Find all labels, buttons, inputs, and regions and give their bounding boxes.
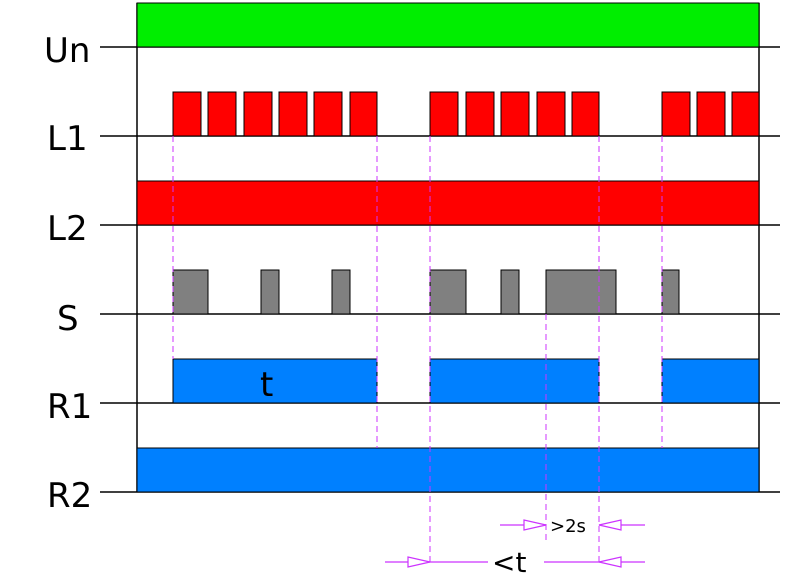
- r1-pulse: [429, 358, 600, 404]
- s-pulse: [260, 269, 280, 315]
- l1-pulse: [465, 91, 495, 137]
- s-pulse: [545, 269, 617, 315]
- t-label: t: [260, 365, 273, 405]
- un-signal: [136, 2, 760, 48]
- l1-pulses: [172, 91, 760, 137]
- pause-dimension: [500, 519, 645, 531]
- l1-pulse: [696, 91, 726, 137]
- l1-pulse: [313, 91, 343, 137]
- l1-pulse: [172, 91, 202, 137]
- l1-pulse: [243, 91, 273, 137]
- r1-pulse: [172, 358, 378, 404]
- l1-pulse: [429, 91, 459, 137]
- arrow-right-icon: [523, 519, 547, 531]
- l1-pulse: [278, 91, 308, 137]
- l2-label: L2: [47, 209, 88, 249]
- r2-label: R2: [47, 476, 92, 516]
- un-label: Un: [44, 31, 90, 71]
- l1-pulse: [731, 91, 760, 137]
- l1-pulse: [207, 91, 237, 137]
- s-label: S: [57, 299, 79, 339]
- arrow-left-icon: [598, 519, 622, 531]
- s-pulse: [500, 269, 520, 315]
- l1-pulse: [349, 91, 378, 137]
- dashed-guides: [172, 136, 663, 565]
- s-pulse: [661, 269, 680, 315]
- l2-signal: [136, 180, 760, 226]
- s-pulse: [331, 269, 351, 315]
- interval-label-bg: [488, 545, 544, 575]
- r1-label: R1: [47, 387, 92, 427]
- s-pulses: [172, 269, 680, 315]
- arrow-right-icon: [407, 556, 431, 568]
- l1-pulse: [571, 91, 600, 137]
- l1-pulse: [500, 91, 530, 137]
- l1-pulse: [661, 91, 691, 137]
- r1-pulses: [172, 358, 760, 404]
- s-pulse: [429, 269, 467, 315]
- arrow-left-icon: [598, 556, 622, 568]
- r1-pulse: [661, 358, 760, 404]
- interval-label: <t: [492, 546, 526, 578]
- pause-label: >2s: [550, 516, 586, 537]
- l1-pulse: [536, 91, 566, 137]
- interval-dimension: [385, 556, 645, 568]
- s-pulse: [172, 269, 209, 315]
- r2-signal: [136, 447, 760, 493]
- l1-label: L1: [47, 119, 88, 159]
